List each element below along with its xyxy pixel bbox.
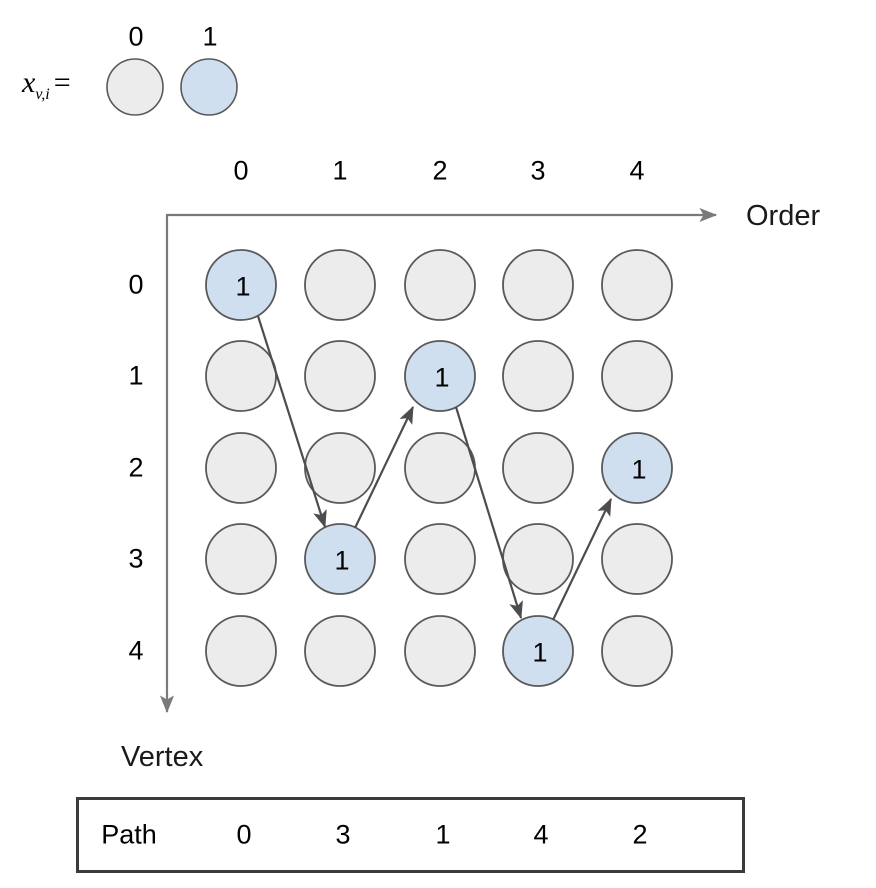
grid-cell-o4-v3: [601, 523, 673, 595]
path-arrow-1: [354, 406, 414, 529]
path-table-value-0: 0: [236, 819, 252, 850]
grid-cell-o1-v1: [304, 340, 376, 412]
grid-cell-o4-v0: [601, 249, 673, 321]
row-header-2: 2: [128, 452, 144, 483]
path-table-value-2: 1: [435, 819, 451, 850]
legend-formula-subscript: v,i: [35, 86, 50, 103]
order-axis-title: Order: [746, 200, 821, 232]
grid-cell-o0-v4: [205, 615, 277, 687]
legend-swatch-0: [106, 58, 164, 116]
column-header-1: 1: [332, 155, 348, 186]
path-table-value-1: 3: [335, 819, 351, 850]
legend-swatch-1: [180, 58, 238, 116]
grid-cell-o4-v1: [601, 340, 673, 412]
column-header-0: 0: [233, 155, 249, 186]
column-header-3: 3: [530, 155, 546, 186]
path-table-value-3: 4: [533, 819, 549, 850]
grid-cell-o2-v1: [404, 340, 476, 412]
legend-formula: xv,i=: [22, 66, 71, 104]
column-header-2: 2: [432, 155, 448, 186]
path-arrow-2: [454, 406, 523, 620]
grid-cell-o2-v2: [404, 432, 476, 504]
legend-formula-equals: =: [53, 66, 71, 99]
grid-cell-o3-v1: [502, 340, 574, 412]
row-header-0: 0: [128, 269, 144, 300]
grid-cell-o0-v1: [205, 340, 277, 412]
path-arrow-0: [256, 315, 327, 529]
grid-cell-o2-v3: [404, 523, 476, 595]
path-table: Path 0 3 1 4 2: [76, 797, 745, 873]
path-arrows: [256, 315, 612, 621]
grid-cell-o1-v4: [304, 615, 376, 687]
legend-formula-var: x: [22, 66, 36, 99]
row-header-3: 3: [128, 543, 144, 574]
grid-cell-o3-v4: [502, 615, 574, 687]
grid-cell-o0-v0: [205, 249, 277, 321]
legend-label-0: 0: [128, 21, 144, 52]
grid-cell-o3-v0: [502, 249, 574, 321]
grid-circles: [205, 249, 673, 687]
path-table-label: Path: [101, 819, 157, 850]
grid-cell-o2-v4: [404, 615, 476, 687]
path-arrow-3: [552, 498, 612, 621]
grid-cell-o1-v2: [304, 432, 376, 504]
row-header-1: 1: [128, 360, 144, 391]
legend-label-1: 1: [202, 21, 218, 52]
grid-cell-o0-v2: [205, 432, 277, 504]
grid-cell-o1-v3: [304, 523, 376, 595]
row-header-4: 4: [128, 635, 144, 666]
grid-cell-o2-v0: [404, 249, 476, 321]
grid-cell-o3-v3: [502, 523, 574, 595]
grid-cell-o1-v0: [304, 249, 376, 321]
grid-cell-o3-v2: [502, 432, 574, 504]
grid-cell-o0-v3: [205, 523, 277, 595]
vertex-axis-title: Vertex: [121, 741, 204, 773]
column-header-4: 4: [629, 155, 645, 186]
grid-cell-o4-v2: [601, 432, 673, 504]
grid-cell-o4-v4: [601, 615, 673, 687]
path-table-value-4: 2: [632, 819, 648, 850]
